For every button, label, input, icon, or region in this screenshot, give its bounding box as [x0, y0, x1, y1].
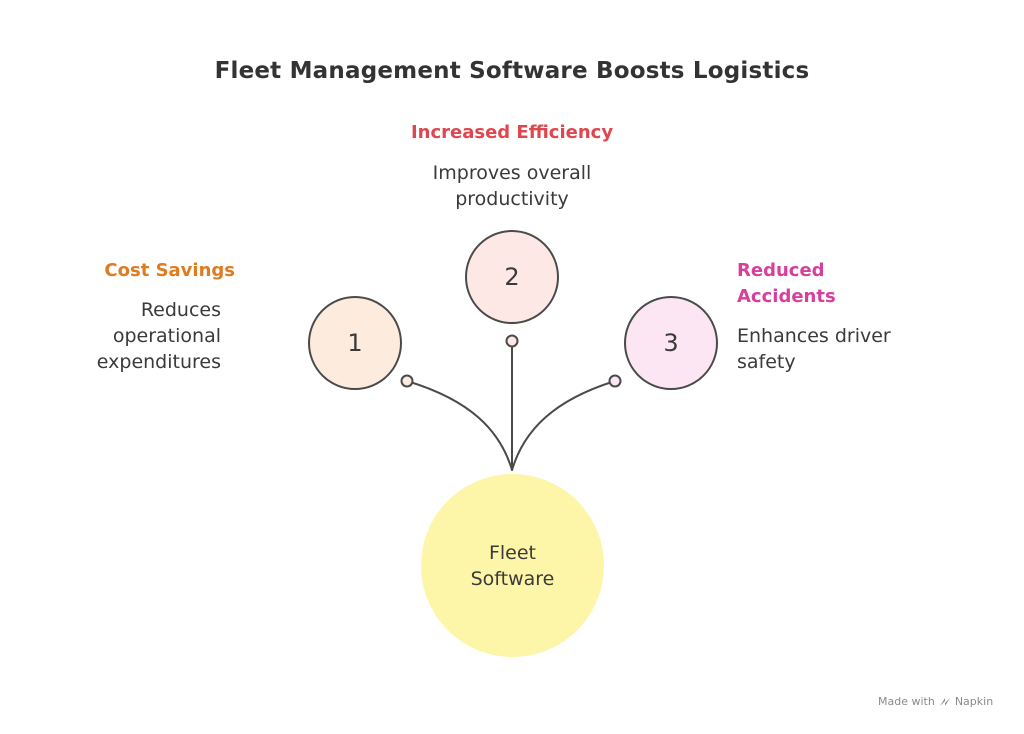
napkin-logo-icon — [939, 697, 950, 706]
efficiency-heading: Increased Efficiency — [410, 122, 614, 143]
watermark-text: Made with — [878, 695, 935, 708]
accidents-description: Enhances driver safety — [737, 325, 891, 373]
connector-endpoint-3 — [608, 374, 622, 388]
connector-endpoint-2 — [505, 334, 519, 348]
hub-circle: Fleet Software — [421, 474, 604, 657]
watermark-brand: Napkin — [954, 695, 994, 708]
accidents-heading: Reduced Accidents — [737, 260, 836, 307]
step-circle-2: 2 — [465, 230, 559, 324]
cost-savings-description: Reduces operational expenditures — [96, 299, 221, 373]
step-circle-3: 3 — [624, 296, 718, 390]
step-number-2: 2 — [504, 263, 520, 291]
hub-label: Fleet Software — [470, 541, 555, 590]
connector-line-1 — [406, 380, 513, 471]
cost-savings-heading: Cost Savings — [104, 260, 235, 281]
connector-endpoint-1 — [400, 374, 414, 388]
connector-line-3 — [511, 380, 616, 471]
step-number-1: 1 — [347, 329, 363, 357]
diagram-title: Fleet Management Software Boosts Logisti… — [214, 58, 810, 84]
efficiency-description: Improves overall productivity — [432, 162, 592, 210]
step-number-3: 3 — [663, 329, 679, 357]
step-circle-1: 1 — [308, 296, 402, 390]
napkin-watermark[interactable]: Made with Napkin — [878, 695, 993, 708]
